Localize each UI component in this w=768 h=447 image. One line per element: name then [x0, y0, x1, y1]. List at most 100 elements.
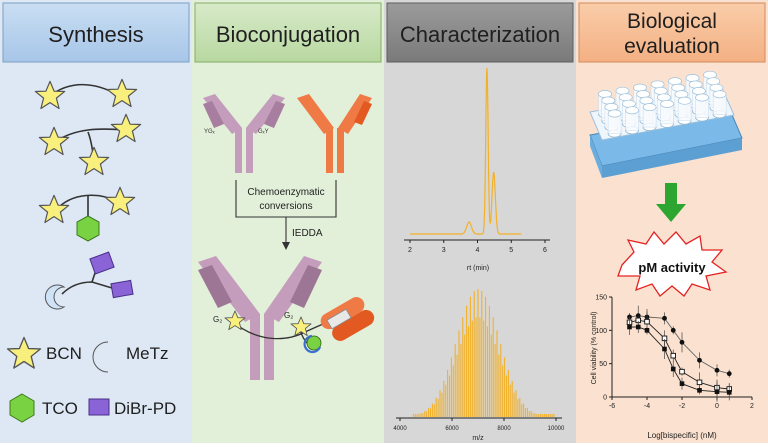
antibody-purple-small: YGₓ GₓY — [203, 94, 285, 173]
characterization-title: Characterization — [400, 22, 560, 47]
evaluation-title-line2: evaluation — [624, 35, 720, 58]
y-tick-label: 0 — [603, 395, 607, 402]
tco-hexagon-icon — [76, 215, 100, 242]
chromatogram-tick-label: 6 — [543, 247, 547, 254]
bioconjugation-panel — [192, 0, 384, 443]
characterization-header — [386, 2, 574, 63]
evaluation-panel — [576, 0, 768, 443]
data-point — [714, 367, 720, 373]
legend-tco-label: TCO — [42, 399, 78, 418]
data-point — [670, 352, 677, 359]
well-rim — [660, 99, 674, 108]
dose-response-x-label: Log[bispecific] (nM) — [647, 431, 717, 440]
chromatogram-x-label: rt (min) — [467, 265, 489, 272]
well-rim — [709, 83, 724, 92]
antibody-orange-small — [297, 94, 372, 173]
well-rim — [650, 80, 665, 89]
chromatogram-tick-label: 3 — [442, 247, 446, 254]
well-plate-icon — [589, 70, 743, 178]
data-point — [679, 368, 685, 375]
chemoenzymatic-label-line2: conversions — [259, 201, 312, 212]
well-rim — [671, 83, 686, 92]
evaluation-header — [578, 2, 766, 63]
chemoenzymatic-label-line1: Chemoenzymatic — [247, 187, 324, 198]
well-rim — [633, 83, 647, 92]
data-point — [670, 327, 676, 333]
chromatogram-tick-label: 5 — [509, 247, 513, 254]
well-rim — [674, 90, 689, 99]
x-tick-label: 2 — [750, 403, 754, 410]
well-rim — [706, 77, 721, 86]
mass-spec-x-label: m/z — [472, 435, 484, 442]
synthesis-title: Synthesis — [48, 22, 143, 47]
data-point — [697, 357, 702, 363]
well-rim — [618, 93, 633, 102]
mass-spec-tick-label: 4000 — [393, 426, 407, 432]
dose-response-y-label: Cell viability (% control) — [591, 312, 598, 385]
pm-activity-label: pM activity — [638, 260, 706, 275]
y-tick-label: 100 — [595, 328, 607, 335]
well-rim — [625, 106, 639, 115]
well-rim — [615, 86, 630, 95]
well-rim — [622, 99, 636, 108]
glycan-label-left: YGₓ — [204, 129, 215, 135]
dose-response-series — [626, 305, 733, 402]
data-point — [635, 324, 641, 330]
mass-spec-tick-label: 8000 — [497, 426, 511, 432]
legend-dibr-icon — [88, 398, 110, 416]
bioconjugation-title: Bioconjugation — [216, 22, 360, 47]
dibr-pd-icon — [110, 279, 134, 299]
well-rim — [607, 109, 622, 118]
data-point — [644, 318, 650, 325]
well-rim — [677, 96, 692, 105]
well-rim — [598, 90, 612, 98]
data-point — [644, 328, 650, 333]
reaction-arrow-icon — [282, 242, 290, 250]
metz-moon-icon — [44, 284, 66, 310]
data-point — [726, 371, 732, 377]
y-tick-label: 150 — [595, 295, 607, 302]
legend-tco-icon — [9, 393, 35, 423]
linker-4-chain — [61, 281, 113, 295]
tco-ring-icon — [306, 335, 322, 351]
chromatogram-trace — [410, 67, 522, 235]
well-rim — [668, 77, 682, 86]
data-point — [627, 324, 632, 330]
x-tick-label: 0 — [715, 403, 719, 410]
dibr-pd-icon — [89, 251, 115, 275]
well-rim — [601, 96, 616, 105]
well-rim — [703, 70, 717, 79]
chemoenzymatic-step: Chemoenzymatic conversions IEDDA — [235, 180, 337, 250]
x-tick-label: -4 — [644, 403, 650, 410]
well-rim — [685, 74, 700, 82]
data-point — [679, 339, 685, 345]
data-point — [662, 346, 667, 352]
well-rim — [712, 90, 727, 99]
bioconjugation-header — [194, 2, 382, 63]
synthesis-linkers — [34, 78, 142, 310]
down-arrow-icon — [656, 183, 686, 222]
well-rim — [604, 103, 619, 111]
chromatogram-tick-label: 2 — [408, 247, 412, 254]
plate-wells — [598, 70, 727, 138]
mass-spec-tick-label: 10000 — [548, 426, 565, 432]
legend-metz-icon — [92, 341, 109, 373]
mass-spec-tick-label: 6000 — [445, 426, 459, 432]
dibr-pd-bridge-icon — [326, 308, 352, 330]
mass-spec-ticks: 4000 6000 8000 10000 — [393, 418, 565, 432]
data-point — [635, 313, 641, 319]
data-point — [670, 366, 676, 372]
x-tick-label: -6 — [609, 403, 615, 410]
y-tick-label: 50 — [599, 361, 607, 368]
metz-ring-icon — [303, 334, 322, 354]
data-point — [696, 379, 703, 386]
data-point — [697, 388, 702, 393]
well-rim — [636, 90, 651, 99]
iedda-label: IEDDA — [292, 228, 323, 239]
